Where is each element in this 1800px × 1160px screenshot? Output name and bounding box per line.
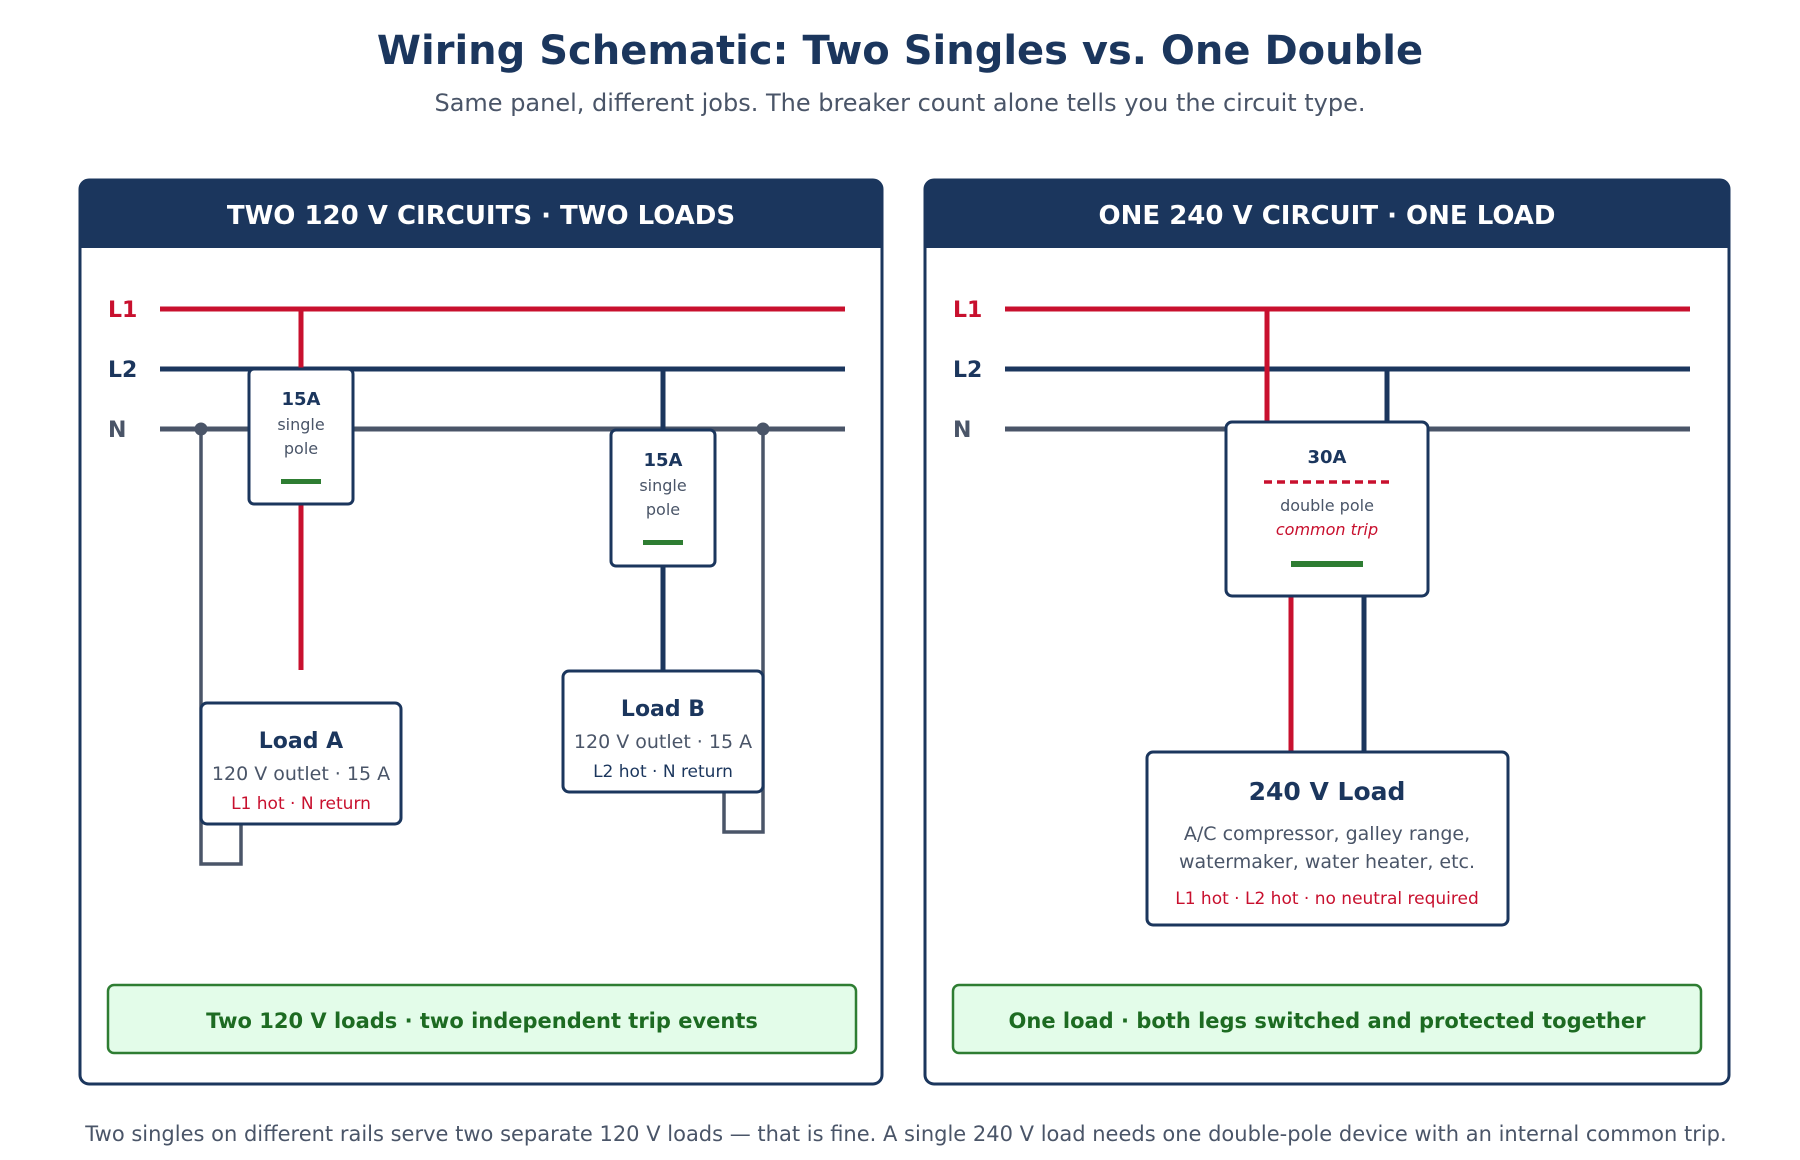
left-breaker-a-body [247,367,355,506]
left-rail-label-n: N [108,418,126,443]
left-panel: TWO 120 V CIRCUITS · TWO LOADS L1 L2 N 1… [78,178,884,1086]
caption: Two singles on different rails serve two… [84,1122,1726,1146]
left-breaker-b: 15A single pole [609,428,717,568]
left-breaker-a: 15A single pole [247,367,355,506]
left-load-b-box [561,669,765,794]
page-title: Wiring Schematic: Two Singles vs. One Do… [377,28,1423,74]
left-load-b: Load B 120 V outlet · 15 A L2 hot · N re… [561,669,765,794]
right-load-wiring: L1 hot · L2 hot · no neutral required [1175,889,1479,909]
right-panel-frame [923,178,1731,1086]
right-panel-header: ONE 240 V CIRCUIT · ONE LOAD [1099,201,1556,231]
left-note-text: Two 120 V loads · two independent trip e… [206,1009,758,1033]
left-neutral-junction-b [756,422,770,436]
left-panel-header-bar [80,180,882,248]
left-rail-label-l2: L2 [108,358,137,383]
left-load-b-desc: 120 V outlet · 15 A [574,731,752,753]
left-note-box [106,983,858,1055]
left-neutral-return-b [722,429,765,834]
right-panel: ONE 240 V CIRCUIT · ONE LOAD L1 L2 N 30A… [923,178,1731,1086]
left-breaker-a-rating: 15A [282,389,321,410]
left-breaker-b-rating: 15A [644,450,683,471]
left-load-a-box [199,701,403,826]
left-load-b-title: Load B [621,697,705,722]
left-load-a-desc: 120 V outlet · 15 A [212,763,390,785]
right-load: 240 V Load A/C compressor, galley range,… [1145,750,1510,927]
left-breaker-b-body [609,428,717,568]
left-breaker-a-type-1: single [277,415,324,434]
left-breaker-a-type-2: pole [284,439,318,458]
right-load-box [1145,750,1510,927]
right-note-text: One load · both legs switched and protec… [1009,1009,1647,1033]
left-neutral-return-a [199,429,243,866]
right-rail-label-n: N [953,418,971,443]
right-breaker-handle [1291,561,1363,567]
right-load-title: 240 V Load [1249,777,1406,806]
left-load-b-wiring: L2 hot · N return [593,762,733,782]
right-load-desc-2: watermaker, water heater, etc. [1179,851,1475,873]
right-breaker-trip-note: common trip [1276,520,1378,539]
left-breaker-b-type-2: pole [646,500,680,519]
left-load-a-title: Load A [259,729,343,754]
right-load-desc-1: A/C compressor, galley range, [1184,823,1470,845]
left-panel-header: TWO 120 V CIRCUITS · TWO LOADS [227,201,735,231]
right-breaker-double: 30A double pole common trip [1224,420,1430,598]
right-note-box [951,983,1703,1055]
right-breaker-type: double pole [1280,496,1374,515]
page-subtitle: Same panel, different jobs. The breaker … [434,89,1365,117]
right-panel-header-bar [925,180,1729,248]
right-breaker-body [1224,420,1430,598]
left-breaker-b-handle [643,540,683,545]
left-load-a-wiring: L1 hot · N return [231,794,371,814]
right-rail-label-l1: L1 [953,298,982,323]
left-neutral-junction-a [194,422,208,436]
right-rail-label-l2: L2 [953,358,982,383]
right-breaker-rating: 30A [1308,447,1347,468]
left-load-a: Load A 120 V outlet · 15 A L1 hot · N re… [199,701,403,826]
left-breaker-b-type-1: single [639,476,686,495]
left-rail-label-l1: L1 [108,298,137,323]
left-breaker-a-handle [281,479,321,484]
